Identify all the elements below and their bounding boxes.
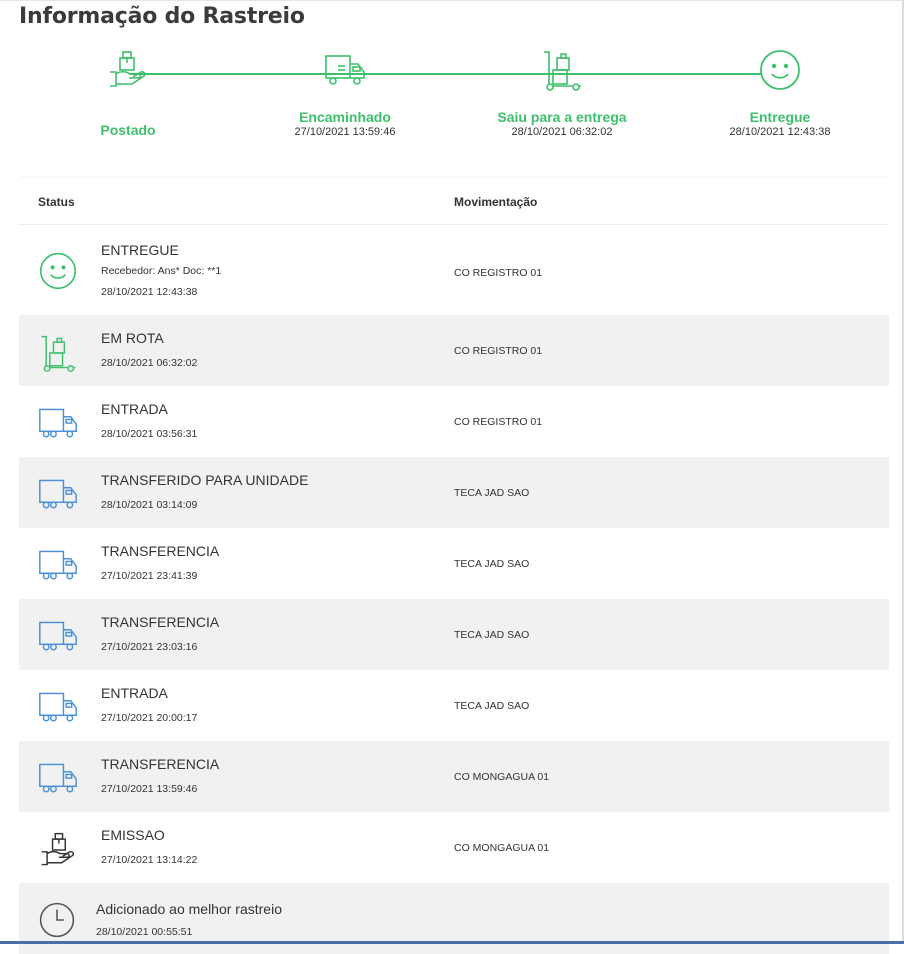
- truck-icon: [38, 759, 78, 797]
- movimentacao: CO REGISTRO 01: [454, 416, 543, 428]
- page-title: Informação do Rastreio: [19, 4, 305, 29]
- step-label: Postado: [100, 122, 156, 138]
- movimentacao: CO REGISTRO 01: [454, 267, 543, 279]
- status-date: 28/10/2021 03:14:09: [101, 499, 198, 511]
- smiley-icon: [758, 48, 802, 92]
- status-title: ENTRADA: [101, 401, 168, 417]
- tracking-progress: Postado Encaminhado 27/10/2021 13:59:46 …: [0, 44, 904, 154]
- movimentacao: CO MONGAGUA 01: [454, 771, 550, 783]
- status-title: TRANSFERENCIA: [101, 614, 220, 630]
- truck-icon: [38, 475, 78, 513]
- status-title: TRANSFERIDO PARA UNIDADE: [101, 472, 309, 488]
- status-title: TRANSFERENCIA: [101, 543, 220, 559]
- column-header-movimentacao: Movimentação: [454, 195, 538, 209]
- status-date: 27/10/2021 13:59:46: [101, 783, 198, 795]
- table-row: EMISSAO 27/10/2021 13:14:22 CO MONGAGUA …: [19, 812, 889, 883]
- status-date: 28/10/2021 03:56:31: [101, 428, 198, 440]
- status-date: 27/10/2021 13:14:22: [101, 854, 198, 866]
- top-border: [0, 0, 904, 5]
- status-date: 27/10/2021 20:00:17: [101, 712, 198, 724]
- scrollbar-edge: [902, 0, 904, 944]
- step-date: 28/10/2021 12:43:38: [729, 126, 831, 138]
- table-header: Status Movimentação: [19, 178, 889, 225]
- table-row: TRANSFERENCIA 27/10/2021 23:03:16 TECA J…: [19, 599, 889, 670]
- status-date: 27/10/2021 23:03:16: [101, 641, 198, 653]
- status-date: 28/10/2021 12:43:38: [101, 286, 198, 298]
- movimentacao: TECA JAD SAO: [454, 700, 530, 712]
- truck-icon: [38, 617, 78, 655]
- movimentacao: TECA JAD SAO: [454, 487, 530, 499]
- tracking-history-table: Status Movimentação ENTREGUE Recebedor: …: [19, 178, 889, 954]
- smiley-icon: [38, 251, 78, 290]
- hand-truck-icon: [38, 333, 78, 372]
- status-title: ENTREGUE: [101, 242, 179, 258]
- status-title: EM ROTA: [101, 330, 164, 346]
- column-header-status: Status: [38, 195, 75, 209]
- truck-icon: [323, 48, 367, 92]
- step-label: Entregue: [749, 109, 811, 125]
- clock-icon: [38, 901, 78, 939]
- truck-icon: [38, 546, 78, 584]
- status-date: 28/10/2021 00:55:51: [96, 926, 193, 938]
- status-title: TRANSFERENCIA: [101, 756, 220, 772]
- table-row: TRANSFERENCIA 27/10/2021 23:41:39 TECA J…: [19, 528, 889, 599]
- truck-icon: [38, 404, 78, 442]
- step-date: 27/10/2021 13:59:46: [294, 126, 396, 138]
- status-title: EMISSAO: [101, 827, 165, 843]
- status-date: 27/10/2021 23:41:39: [101, 570, 198, 582]
- table-row: TRANSFERENCIA 27/10/2021 13:59:46 CO MON…: [19, 741, 889, 812]
- status-detail: Recebedor: Ans* Doc: **1: [101, 265, 222, 277]
- status-title: ENTRADA: [101, 685, 168, 701]
- movimentacao: TECA JAD SAO: [454, 558, 530, 570]
- bottom-border: [0, 941, 904, 944]
- table-row: ENTREGUE Recebedor: Ans* Doc: **1 28/10/…: [19, 225, 889, 315]
- step-label: Saiu para a entrega: [497, 109, 627, 125]
- hand-package-icon: [38, 830, 78, 868]
- truck-icon: [38, 688, 78, 726]
- progress-line: [130, 73, 780, 75]
- movimentacao: CO MONGAGUA 01: [454, 842, 550, 854]
- step-date: 28/10/2021 06:32:02: [511, 126, 613, 138]
- status-title: Adicionado ao melhor rastreio: [96, 901, 282, 917]
- hand-package-icon: [106, 48, 150, 92]
- movimentacao: TECA JAD SAO: [454, 629, 530, 641]
- step-label: Encaminhado: [299, 109, 391, 125]
- movimentacao: CO REGISTRO 01: [454, 345, 543, 357]
- table-row: TRANSFERIDO PARA UNIDADE 28/10/2021 03:1…: [19, 457, 889, 528]
- table-row: ENTRADA 27/10/2021 20:00:17 TECA JAD SAO: [19, 670, 889, 741]
- hand-truck-icon: [540, 48, 584, 92]
- table-row: EM ROTA 28/10/2021 06:32:02 CO REGISTRO …: [19, 315, 889, 386]
- table-row: ENTRADA 28/10/2021 03:56:31 CO REGISTRO …: [19, 386, 889, 457]
- status-date: 28/10/2021 06:32:02: [101, 357, 198, 369]
